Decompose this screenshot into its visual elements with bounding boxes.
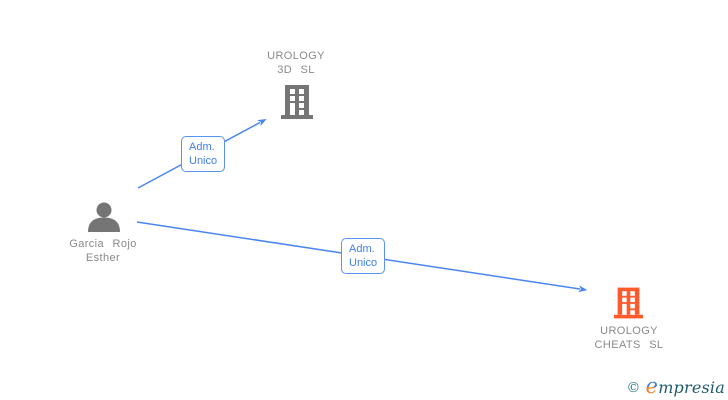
edge-label-adm-unico-2[interactable]: Adm. Unico: [341, 238, 386, 274]
copyright-symbol: ©: [626, 380, 641, 396]
person-node-label[interactable]: Garcia Rojo Esther: [69, 238, 137, 264]
company-urology-3d-label[interactable]: UROLOGY 3D SL: [267, 50, 325, 76]
company-urology-cheats-label[interactable]: UROLOGY CHEATS SL: [594, 325, 664, 351]
building-icon-orange[interactable]: [614, 286, 643, 320]
empresia-logo-text: mpresia: [658, 378, 725, 397]
building-icon-gray[interactable]: [281, 85, 313, 119]
empresia-logo-e: e: [645, 374, 659, 398]
person-icon[interactable]: [86, 202, 122, 232]
empresia-logo[interactable]: ©empresia: [626, 374, 725, 398]
edge-label-adm-unico-1[interactable]: Adm. Unico: [181, 136, 226, 172]
